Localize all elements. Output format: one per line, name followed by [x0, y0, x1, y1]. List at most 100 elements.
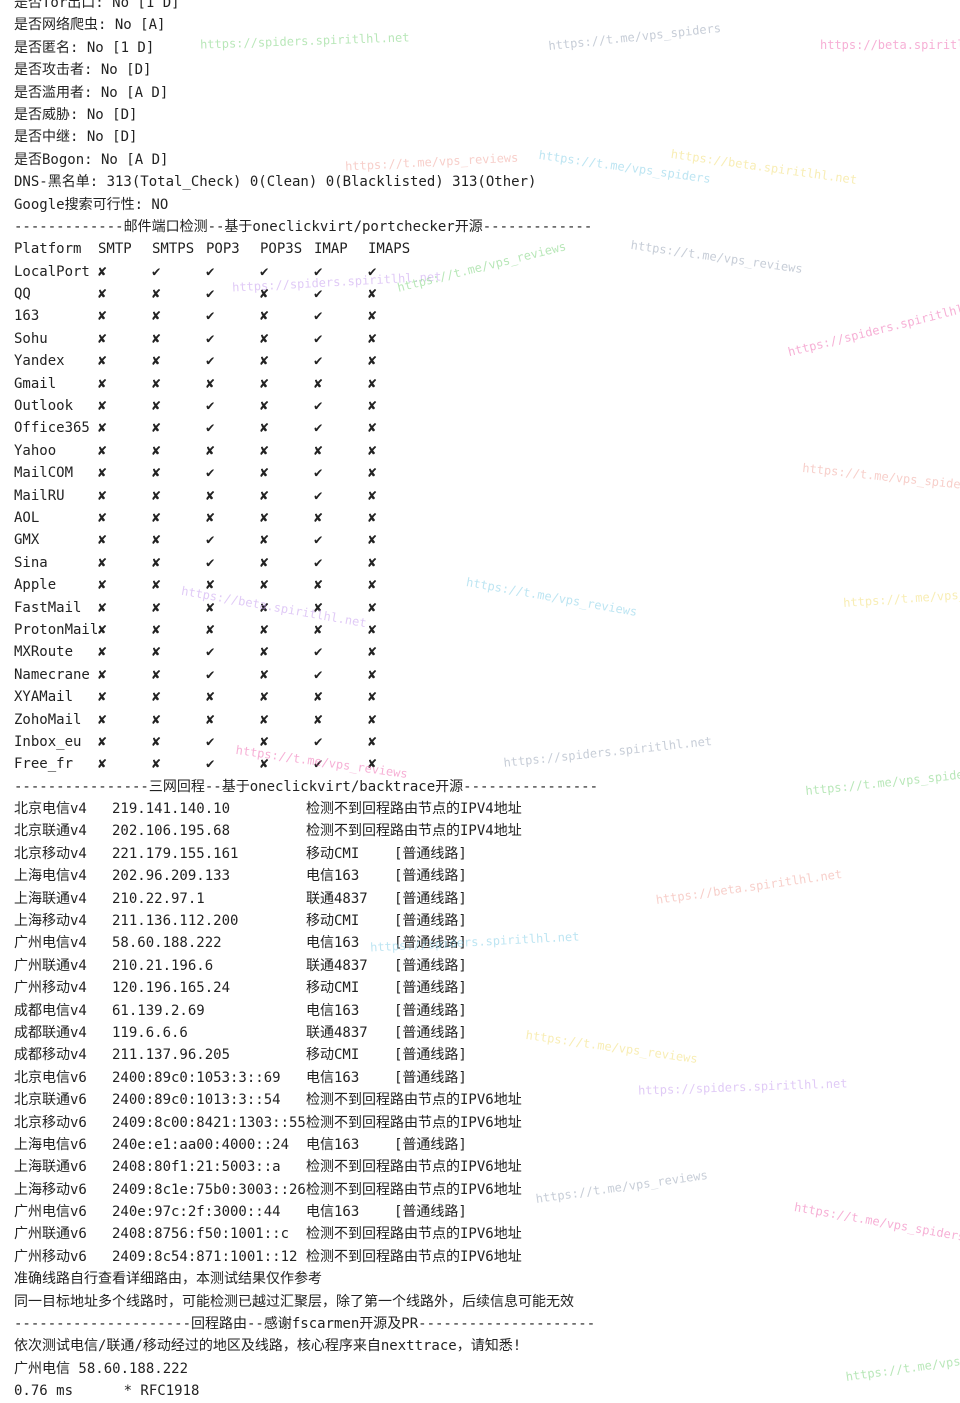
route-footer-section: 准确线路自行查看详细路由，本测试结果仅作参考同一目标地址多个线路时，可能检测已越…	[14, 1268, 960, 1402]
route-location: 上海移动v6	[14, 1181, 87, 1198]
line-type: [普通线路]	[394, 1024, 467, 1041]
port-status-icon: ✔	[206, 554, 215, 571]
line-type: [普通线路]	[394, 845, 467, 862]
port-status-icon: ✔	[206, 286, 215, 303]
info-line: 是否中继: No [D]	[14, 129, 138, 146]
port-status-icon: ✔	[206, 666, 215, 683]
table-row: QQ✘✘✔✘✔✘	[14, 283, 960, 305]
route-result: 移动CMI	[306, 1047, 360, 1064]
port-status-icon: ✔	[206, 330, 215, 347]
table-row: FastMail✘✘✘✘✘✘	[14, 597, 960, 619]
port-status-icon: ✘	[368, 398, 377, 415]
port-status-icon: ✘	[152, 577, 161, 594]
line-type: [普通线路]	[394, 1069, 467, 1086]
route-result: 电信163	[306, 1069, 360, 1086]
port-status-icon: ✘	[98, 756, 107, 773]
table-row: LocalPort✘✔✔✔✔✔	[14, 261, 960, 283]
port-status-icon: ✔	[314, 666, 323, 683]
port-status-icon: ✘	[152, 487, 161, 504]
info-line: 是否威胁: No [D]	[14, 106, 138, 123]
route-location: 上海电信v6	[14, 1136, 87, 1153]
target-ip: 61.139.2.69	[112, 1002, 205, 1019]
line-type: [普通线路]	[394, 913, 467, 930]
port-status-icon: ✘	[152, 465, 161, 482]
port-status-icon: ✘	[98, 442, 107, 459]
mail-header-cell: POP3	[206, 241, 240, 258]
target-ip: 2409:8c1e:75b0:3003::26	[112, 1181, 306, 1198]
port-status-icon: ✔	[314, 420, 323, 437]
port-status-icon: ✘	[314, 375, 323, 392]
platform-name: Sina	[14, 554, 48, 571]
port-status-icon: ✔	[314, 756, 323, 773]
platform-name: Gmail	[14, 375, 57, 392]
route-result: 检测不到回程路由节点的IPV4地址	[306, 801, 522, 818]
port-status-icon: ✘	[260, 465, 269, 482]
port-status-icon: ✘	[260, 398, 269, 415]
info-line: 是否匿名: No [1 D]	[14, 39, 155, 56]
port-status-icon: ✔	[314, 263, 323, 280]
port-status-icon: ✘	[152, 711, 161, 728]
route-result: 联通4837	[306, 1024, 368, 1041]
port-status-icon: ✘	[314, 599, 323, 616]
ip-info-section: 是否Tor出口: No [1 D]是否网络爬虫: No [A]是否匿名: No …	[14, 0, 960, 238]
route-result: 电信163	[306, 1136, 360, 1153]
platform-name: Inbox_eu	[14, 733, 82, 750]
table-row: Apple✘✘✘✘✘✘	[14, 574, 960, 596]
port-status-icon: ✘	[98, 599, 107, 616]
port-status-icon: ✘	[206, 599, 215, 616]
route-location: 成都电信v4	[14, 1002, 87, 1019]
mail-header-cell: IMAPS	[368, 241, 411, 258]
route-result: 电信163	[306, 935, 360, 952]
table-row: ProtonMail✘✘✘✘✘✘	[14, 619, 960, 641]
target-ip: 210.22.97.1	[112, 890, 205, 907]
port-status-icon: ✘	[260, 509, 269, 526]
table-row: Sohu✘✘✔✘✔✘	[14, 328, 960, 350]
port-status-icon: ✘	[368, 330, 377, 347]
route-location: 上海联通v4	[14, 890, 87, 907]
port-status-icon: ✘	[98, 733, 107, 750]
port-status-icon: ✘	[98, 465, 107, 482]
port-status-icon: ✘	[368, 442, 377, 459]
target-ip: 119.6.6.6	[112, 1024, 188, 1041]
port-status-icon: ✘	[152, 330, 161, 347]
port-status-icon: ✘	[206, 577, 215, 594]
port-status-icon: ✘	[368, 465, 377, 482]
port-status-icon: ✔	[260, 263, 269, 280]
target-ip: 2409:8c54:871:1001::12	[112, 1248, 298, 1265]
platform-name: FastMail	[14, 599, 82, 616]
info-line: -------------邮件端口检测--基于oneclickvirt/port…	[14, 218, 593, 235]
port-status-icon: ✘	[368, 420, 377, 437]
port-status-icon: ✘	[260, 644, 269, 661]
port-status-icon: ✘	[368, 621, 377, 638]
platform-name: MXRoute	[14, 644, 74, 661]
info-line: 是否滥用者: No [A D]	[14, 84, 169, 101]
table-row: MXRoute✘✘✔✘✔✘	[14, 641, 960, 663]
port-status-icon: ✘	[98, 375, 107, 392]
port-status-icon: ✘	[98, 286, 107, 303]
port-status-icon: ✔	[314, 532, 323, 549]
line-type: [普通线路]	[394, 957, 467, 974]
platform-name: Sohu	[14, 330, 48, 347]
port-status-icon: ✔	[206, 644, 215, 661]
port-status-icon: ✔	[314, 465, 323, 482]
route-location: 北京移动v4	[14, 845, 87, 862]
port-status-icon: ✘	[260, 689, 269, 706]
route-result: 移动CMI	[306, 913, 360, 930]
port-status-icon: ✘	[152, 689, 161, 706]
route-result: 检测不到回程路由节点的IPV6地址	[306, 1226, 522, 1243]
route-location: 成都移动v4	[14, 1047, 87, 1064]
port-status-icon: ✘	[98, 577, 107, 594]
line-type: [普通线路]	[394, 868, 467, 885]
port-status-icon: ✘	[260, 487, 269, 504]
mail-header-cell: SMTP	[98, 241, 132, 258]
port-status-icon: ✘	[98, 420, 107, 437]
table-row: 163✘✘✔✘✔✘	[14, 305, 960, 327]
route-location: 上海联通v6	[14, 1159, 87, 1176]
port-status-icon: ✘	[368, 577, 377, 594]
port-status-icon: ✘	[98, 532, 107, 549]
table-row: MailCOM✘✘✔✘✔✘	[14, 462, 960, 484]
port-status-icon: ✘	[152, 756, 161, 773]
